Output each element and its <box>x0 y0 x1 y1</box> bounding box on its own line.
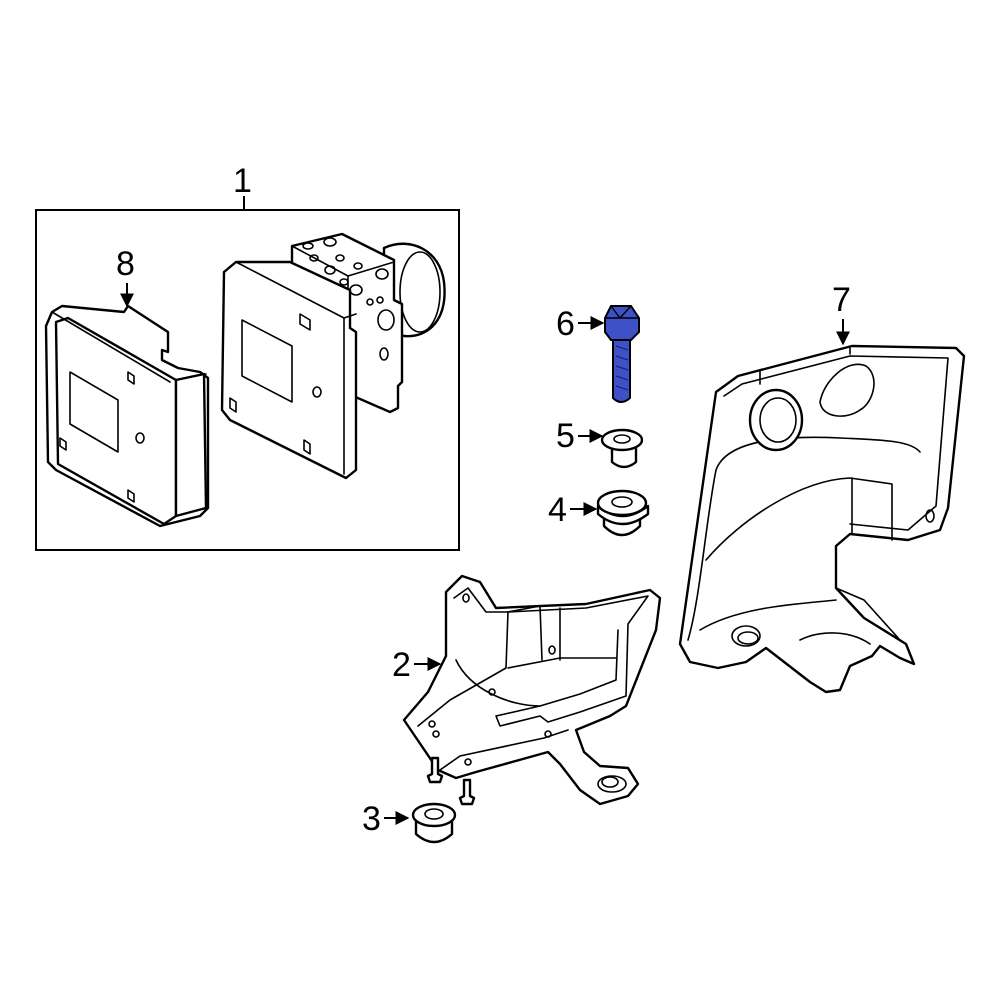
callout-1-group: 1 <box>233 162 252 210</box>
callout-4-group: 4 <box>548 491 598 529</box>
part-7-cover[interactable] <box>678 344 966 694</box>
callout-7-group: 7 <box>832 281 851 346</box>
callout-2: 2 <box>392 646 411 684</box>
part-3-grommet[interactable] <box>411 802 457 844</box>
part-8-control-module[interactable] <box>44 304 210 528</box>
callout-3-group: 3 <box>362 800 410 838</box>
part-1-abs-unit[interactable] <box>220 232 446 480</box>
callout-5: 5 <box>556 417 575 455</box>
callout-2-group: 2 <box>392 646 442 684</box>
callout-1: 1 <box>233 162 252 200</box>
callout-8: 8 <box>116 245 135 283</box>
callout-8-group: 8 <box>116 245 135 308</box>
callout-6: 6 <box>556 305 575 343</box>
callout-7: 7 <box>832 281 851 319</box>
part-6-bolt[interactable] <box>604 305 640 403</box>
part-5-collar[interactable] <box>600 428 644 469</box>
part-2-bracket[interactable] <box>402 574 662 806</box>
part-4-grommet[interactable] <box>596 489 650 537</box>
assembly-frame <box>35 209 460 551</box>
callout-4: 4 <box>548 491 567 529</box>
callout-5-group: 5 <box>556 417 604 455</box>
callout-3: 3 <box>362 800 381 838</box>
callout-6-group: 6 <box>556 305 605 343</box>
